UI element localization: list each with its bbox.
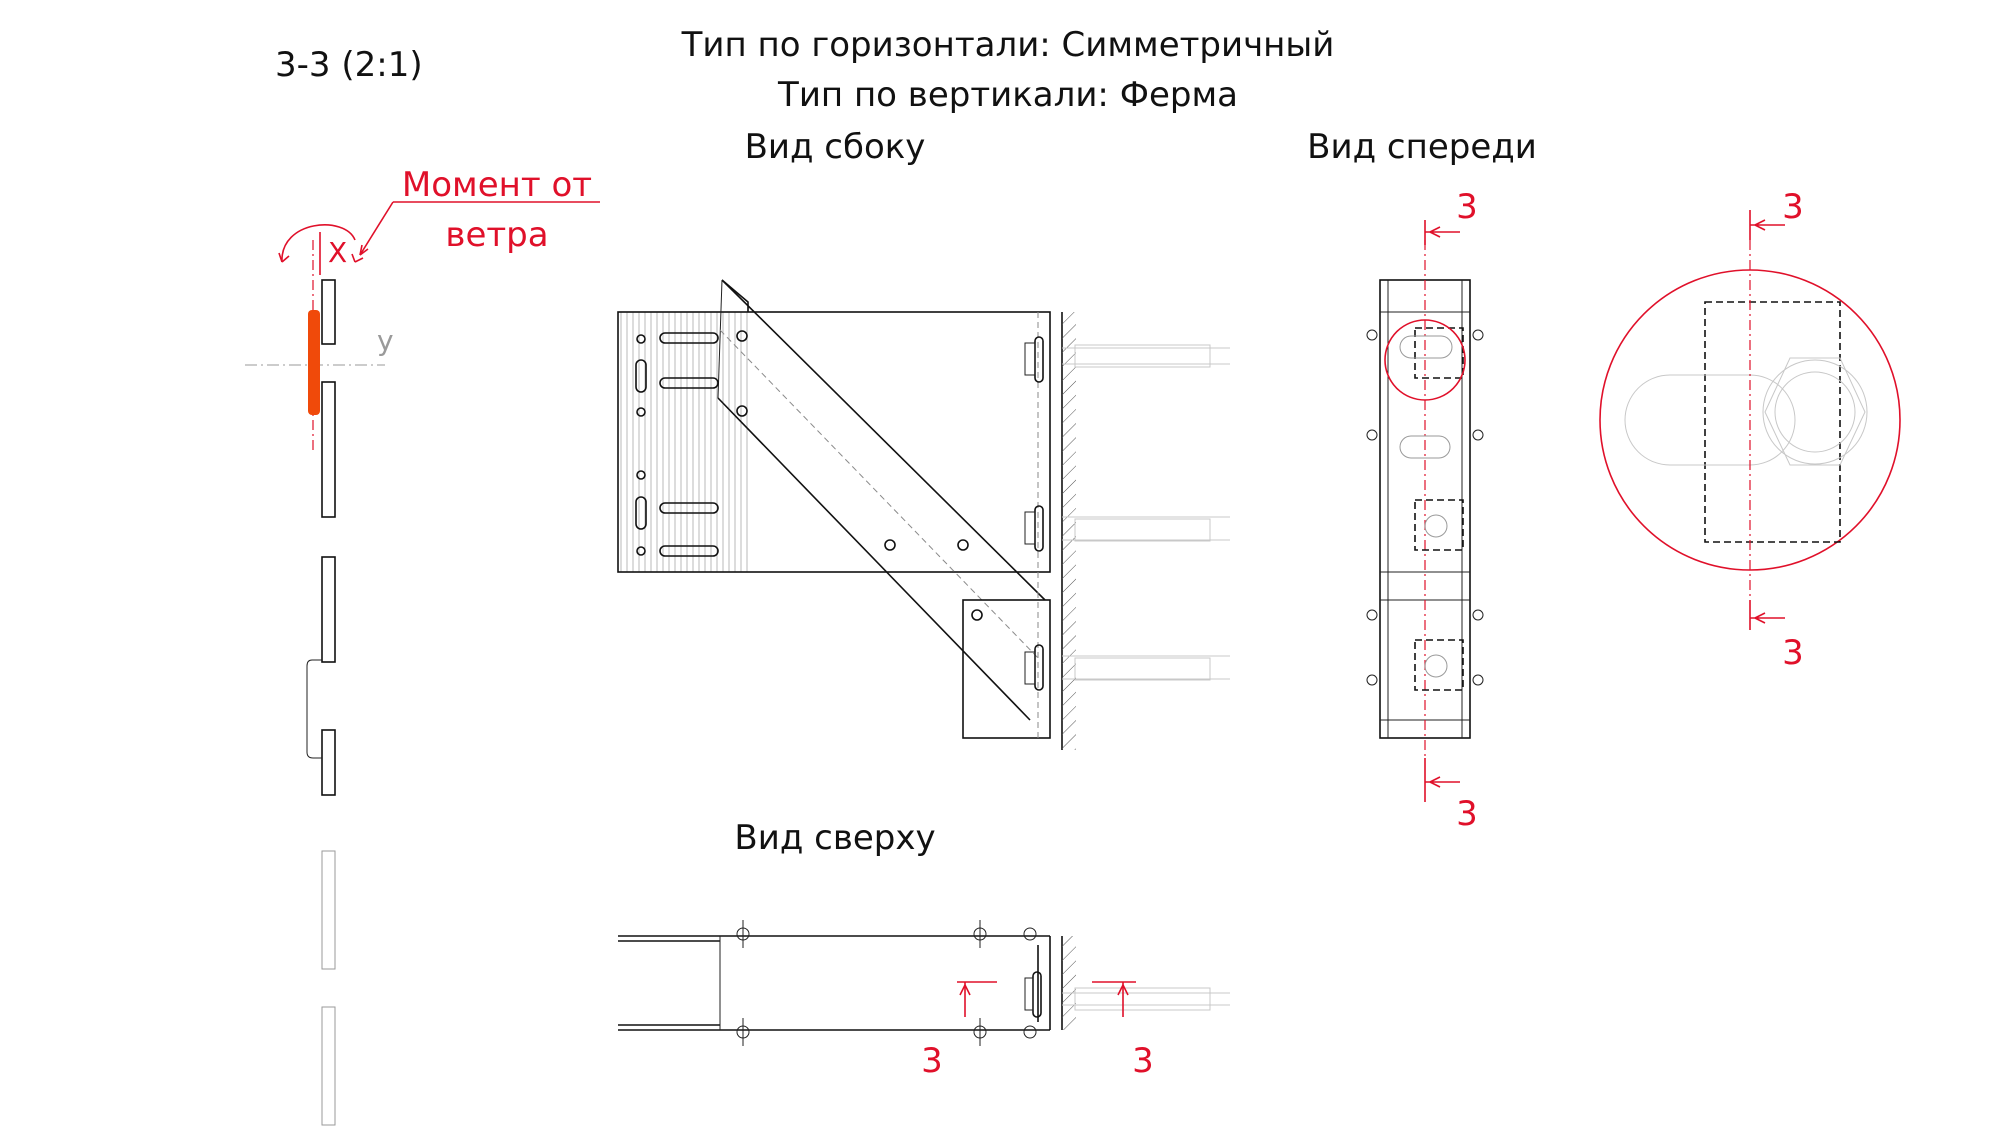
section-mark-top-left: 3 xyxy=(921,1041,943,1081)
side-view-title: Вид сбоку xyxy=(745,127,926,167)
section-mark-detail-top: 3 xyxy=(1782,187,1804,227)
top-view-title: Вид сверху xyxy=(734,818,935,858)
moment-label-line2: ветра xyxy=(445,215,548,255)
anchor-bolt-2 xyxy=(1024,505,1230,552)
side-view xyxy=(617,279,1230,750)
section-mark-top-right: 3 xyxy=(1132,1041,1154,1081)
anchor-bolt-1 xyxy=(1024,336,1230,383)
section-mark-detail-bottom: 3 xyxy=(1782,633,1804,673)
type-horizontal-title: Тип по горизонтали: Симметричный xyxy=(681,25,1335,65)
axis-y-label: y xyxy=(377,324,394,357)
section-mark-front-bottom: 3 xyxy=(1456,794,1478,834)
axis-x-label: X xyxy=(328,236,347,269)
front-view-title: Вид спереди xyxy=(1307,127,1537,167)
type-vertical-title: Тип по вертикали: Ферма xyxy=(777,75,1238,115)
moment-label-line1: Момент от xyxy=(402,165,592,205)
section-profile: Момент от ветра X y xyxy=(245,165,600,1126)
front-view: 3 3 xyxy=(1366,187,1484,834)
section-label: 3-3 (2:1) xyxy=(275,45,423,85)
anchor-bolt-3 xyxy=(1024,644,1230,691)
detail-view: 3 3 xyxy=(1599,187,1901,673)
section-mark-front-top: 3 xyxy=(1456,187,1478,227)
top-view: 3 3 xyxy=(618,920,1230,1081)
